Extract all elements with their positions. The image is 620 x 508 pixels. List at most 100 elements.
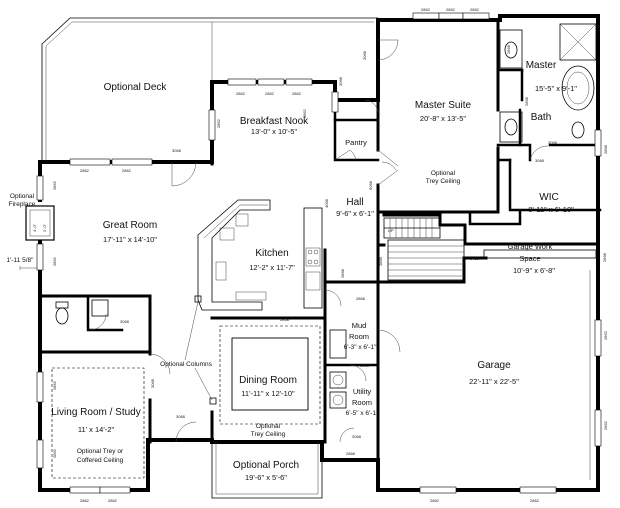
pantry-label: Pantry [345, 138, 367, 147]
great-room-dims: 17'-11" x 14'-10" [103, 235, 157, 244]
callout: 3068 [176, 414, 186, 419]
callout: 2862 [603, 330, 608, 340]
breakfast-dims: 13'-0" x 10'-5" [251, 127, 297, 136]
master-suite-label: Master Suite [415, 100, 472, 111]
door-window-callouts: 2862 2862 2862 2862 2862 2862 3068 2862 … [52, 7, 608, 503]
kitchen-dims: 12'-2" x 11'-7" [249, 263, 295, 272]
callout: 2862 [302, 108, 307, 118]
master-suite-note1: Optional [431, 170, 456, 177]
callout: 2868 [506, 44, 511, 54]
kitchen-label: Kitchen [255, 248, 288, 259]
callout: 2868 [603, 144, 608, 154]
garage-work-dims: 10'-9" x 6'-8" [513, 266, 555, 275]
callout: 2862 [216, 118, 221, 128]
callout: 2862 [265, 91, 275, 96]
callout: 2868 [280, 317, 290, 322]
callout: 3068 [150, 378, 155, 388]
callout: 4068 [324, 198, 329, 208]
callout: 2862 [446, 7, 456, 12]
garage-label: Garage [477, 360, 511, 371]
callout: 2862 [292, 91, 302, 96]
living-note2: Coffered Ceiling [77, 457, 124, 464]
dining-note1: Optional [256, 423, 281, 430]
fireplace-dim-b: 2'-0" [42, 223, 47, 232]
dining-label: Dining Room [239, 375, 297, 386]
callout: 2862 [52, 448, 57, 458]
kitchen-cabinets [197, 199, 323, 311]
fireplace [19, 205, 55, 270]
callout: 2862 [52, 380, 57, 390]
wic-label: WIC [539, 192, 558, 203]
mud-room-label1: Mud [352, 321, 367, 330]
callout: 3068 [352, 434, 362, 439]
porch-label: Optional Porch [233, 460, 299, 471]
interior-walls [38, 18, 602, 462]
callout: 2862 [236, 91, 246, 96]
porch-dims: 19'-6" x 5'-6" [245, 473, 287, 482]
hall-label: Hall [346, 197, 363, 208]
callout: 2868 [340, 268, 345, 278]
master-dims: 15'-5" x 9'-1" [535, 84, 577, 93]
fireplace-label2: Fireplace [9, 201, 36, 208]
callout: 6068 [368, 180, 373, 190]
callout: 2862 [421, 7, 431, 12]
callout: 3068 [362, 50, 367, 60]
callout: 3068 [360, 363, 370, 368]
mud-room-dims: 6'-3" x 6'-1" [344, 344, 377, 351]
utility-label1: Utility [353, 387, 372, 396]
fireplace-label1: Optional [10, 193, 35, 200]
master-suite-note2: Trey Ceiling [426, 178, 461, 185]
fireplace-dim-a: 4'-0" [32, 223, 37, 232]
doors [89, 39, 549, 443]
callout: 2868 [356, 296, 366, 301]
wic-dims: 8'-11" x 6'-10" [528, 205, 574, 214]
callout: 2862 [603, 420, 608, 430]
callout: 2868 [378, 256, 383, 266]
optional-columns-label: Optional Columns [160, 361, 212, 368]
callout: 3068 [120, 319, 130, 324]
callout: 2862 [80, 168, 90, 173]
living-dims: 11' x 14'-2" [78, 425, 115, 434]
garage-work-label1: Garage Work [508, 242, 553, 251]
deck-label: Optional Deck [104, 82, 168, 93]
dining-note2: Trey Ceiling [251, 431, 286, 438]
callout: 3068 [338, 76, 343, 86]
dining-dims: 11'-11" x 12'-10" [241, 389, 295, 398]
callout: 3068 [172, 148, 182, 153]
mud-room-label2: Room [349, 332, 369, 341]
living-label: Living Room / Study [51, 407, 141, 418]
hall-dims: 9'-6" x 6'-1" [336, 209, 374, 218]
callout: 2862 [52, 180, 57, 190]
callout: 2862 [470, 7, 480, 12]
callout: 2862 [430, 498, 440, 503]
callout: 1468 [470, 256, 480, 261]
fixtures [51, 23, 597, 499]
stairs-up-label: UP [388, 228, 394, 233]
callout: 2862 [108, 498, 118, 503]
fireplace-dim: 1'-11 5/8" [7, 257, 35, 264]
great-room-label: Great Room [103, 220, 157, 231]
utility-label2: Room [352, 398, 372, 407]
callout: 2862 [530, 498, 540, 503]
garage-work-label2: Space [519, 254, 540, 263]
master-label: Master [526, 60, 557, 71]
callout: 2868 [602, 252, 607, 262]
utility-dims: 6'-5" x 6'-1" [346, 410, 379, 417]
callout: 3068 [535, 158, 545, 163]
living-note1: Optional Trey or [77, 448, 124, 455]
callout: 2868 [346, 451, 356, 456]
garage-dims: 22'-11" x 22'-5" [469, 377, 519, 386]
master-suite-dims: 20'-8" x 13'-5" [420, 114, 466, 123]
bath-label: Bath [531, 112, 552, 123]
room-labels: Optional Deck Breakfast Nook 13'-0" x 10… [7, 60, 578, 482]
callout: 2862 [80, 498, 90, 503]
breakfast-label: Breakfast Nook [240, 116, 309, 127]
callout: 2862 [52, 256, 57, 266]
callout: 3068 [548, 140, 558, 145]
windows [36, 12, 602, 494]
stairs [383, 217, 465, 281]
callout: 2868 [524, 96, 529, 106]
callout: 2862 [122, 168, 132, 173]
